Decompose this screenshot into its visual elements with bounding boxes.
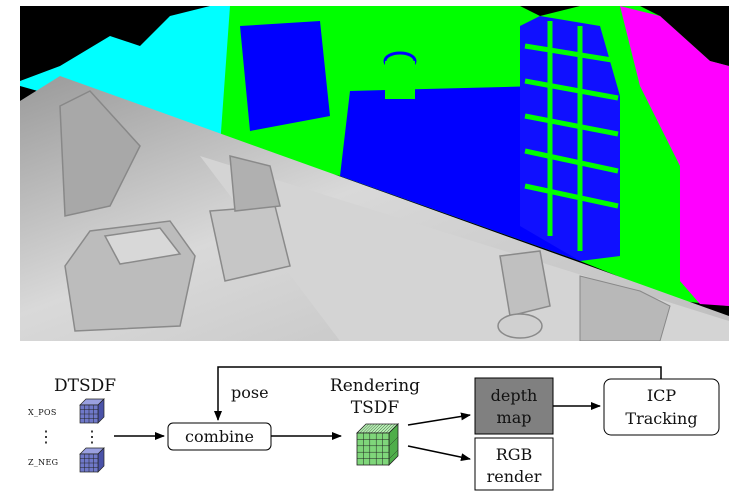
rgb-render-node: RGB render [474, 437, 554, 491]
dtsdf-cube-bottom-icon [79, 447, 105, 473]
combine-node: combine [167, 422, 272, 451]
reconstruction-render-image [20, 6, 729, 341]
rendering-tsdf-label-line1: Rendering [330, 376, 420, 396]
tsdf-cube-icon [356, 423, 399, 466]
icp-tracking-node: ICP Tracking [603, 378, 720, 436]
icp-label-line1: ICP [647, 386, 677, 405]
render-trash-can-body [385, 61, 415, 99]
depth-map-label-line1: depth [491, 386, 538, 405]
rendering-tsdf-label-line2: TSDF [351, 398, 400, 418]
dtsdf-cube-top-icon [79, 398, 105, 424]
arrow-icp-to-combine-pose [214, 366, 662, 421]
arrow-tsdf-to-rgb [407, 445, 471, 462]
combine-label: combine [185, 427, 254, 446]
render-blue-block [240, 21, 330, 131]
dtsdf-ellipsis-right: ⋮ [84, 427, 100, 446]
render-gray-furniture [59, 90, 671, 341]
arrow-tsdf-to-depth [407, 412, 471, 426]
rgb-render-label-line1: RGB [496, 445, 533, 464]
icp-label-line2: Tracking [625, 409, 697, 428]
dtsdf-title: DTSDF [54, 376, 116, 396]
render-cyan-region [20, 6, 270, 156]
render-shelf-grid [524, 21, 619, 251]
render-magenta-region [620, 6, 729, 306]
dtsdf-ellipsis-left: ⋮ [38, 427, 54, 446]
pose-label: pose [231, 383, 269, 402]
depth-map-label-line2: map [497, 408, 532, 427]
rgb-render-label-line2: render [487, 467, 542, 486]
depth-map-node: depth map [474, 377, 554, 435]
dtsdf-dir-x-pos: X_POS [28, 408, 57, 417]
dtsdf-dir-z-neg: Z_NEG [28, 458, 58, 467]
